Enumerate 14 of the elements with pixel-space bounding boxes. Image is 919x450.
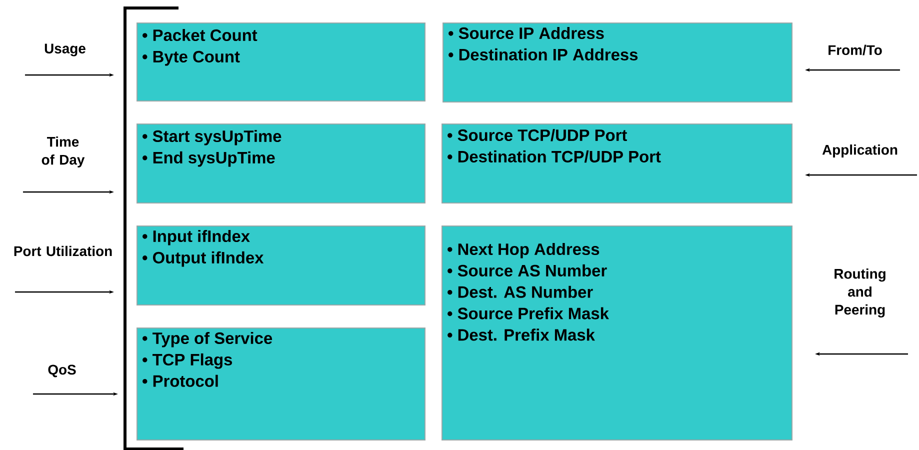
edge-label: Port Utilization <box>14 246 112 256</box>
edge-label: Routing and Peering <box>834 268 886 318</box>
field-box: • Source TCP/UDP Port • Destination TCP/UDP Port <box>442 124 792 204</box>
field-box: • Start sysUpTime • End sysUpTime <box>136 124 426 204</box>
field-box: • Packet Count • Byte Count <box>136 22 426 102</box>
edge-label: Time of Day <box>42 136 85 168</box>
field-box: • Source IP Address • Destination IP Address <box>442 22 792 102</box>
field-box: • Next Hop Address • Source AS Number • Dest. AS Number • Source Prefix Mask • Dest. Prefix Mask <box>442 226 792 440</box>
field-box: • Type of Service • TCP Flags • Protocol <box>136 328 426 440</box>
edge-label: From/To <box>828 44 882 56</box>
edge-label: Usage <box>44 44 86 56</box>
edge-label: Application <box>822 144 898 158</box>
edge-label: QoS <box>48 364 76 378</box>
field-box: • Input ifIndex • Output ifIndex <box>136 226 426 306</box>
